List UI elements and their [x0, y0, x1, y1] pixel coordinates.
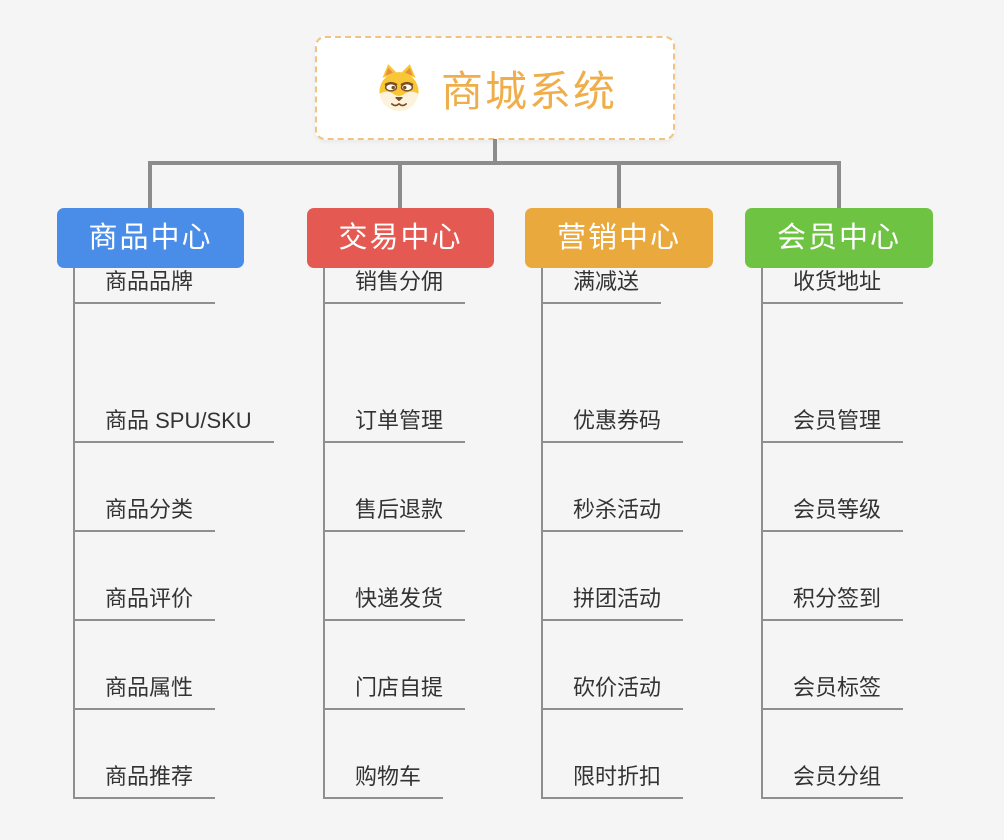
- branch-members-line: [761, 268, 763, 799]
- child-topic[interactable]: 满减送: [541, 268, 662, 304]
- connector-drop-products: [148, 161, 152, 209]
- branch-members-center[interactable]: 会员中心: [745, 208, 933, 268]
- branch-trade-center[interactable]: 交易中心: [307, 208, 494, 268]
- branch-products-line: [73, 268, 75, 799]
- branch-marketing-line: [541, 268, 543, 799]
- connector-drop-trade: [398, 161, 402, 209]
- child-topic[interactable]: 销售分佣: [323, 268, 466, 304]
- child-topic[interactable]: 门店自提: [323, 674, 466, 710]
- child-topic[interactable]: 商品推荐: [73, 763, 216, 799]
- child-topic[interactable]: 砍价活动: [541, 674, 684, 710]
- connector-drop-marketing: [617, 161, 621, 209]
- child-topic[interactable]: 会员标签: [761, 674, 904, 710]
- child-topic[interactable]: 商品品牌: [73, 268, 216, 304]
- connector-drop-members: [837, 161, 841, 209]
- connector-rail: [148, 161, 841, 165]
- child-topic[interactable]: 积分签到: [761, 585, 904, 621]
- child-topic[interactable]: 售后退款: [323, 496, 466, 532]
- branch-marketing-center[interactable]: 营销中心: [525, 208, 713, 268]
- child-topic[interactable]: 会员管理: [761, 407, 904, 443]
- child-topic[interactable]: 会员分组: [761, 763, 904, 799]
- child-topic[interactable]: 订单管理: [323, 407, 466, 443]
- child-topic[interactable]: 会员等级: [761, 496, 904, 532]
- dog-face-icon: [379, 64, 419, 112]
- child-topic[interactable]: 商品属性: [73, 674, 216, 710]
- connector-root-stem: [493, 139, 497, 163]
- branch-products-center[interactable]: 商品中心: [57, 208, 244, 268]
- child-topic[interactable]: 拼团活动: [541, 585, 684, 621]
- child-topic[interactable]: 优惠券码: [541, 407, 684, 443]
- branch-trade-line: [323, 268, 325, 799]
- child-topic[interactable]: 收货地址: [761, 268, 904, 304]
- child-topic[interactable]: 秒杀活动: [541, 496, 684, 532]
- root-topic[interactable]: 商城系统: [315, 36, 675, 140]
- root-title: 商城系统: [440, 67, 617, 115]
- child-topic[interactable]: 限时折扣: [541, 763, 684, 799]
- child-topic[interactable]: 快递发货: [323, 585, 466, 621]
- child-topic[interactable]: 商品 SPU/SKU: [73, 407, 274, 443]
- child-topic[interactable]: 购物车: [323, 763, 444, 799]
- child-topic[interactable]: 商品评价: [73, 585, 216, 621]
- child-topic[interactable]: 商品分类: [73, 496, 216, 532]
